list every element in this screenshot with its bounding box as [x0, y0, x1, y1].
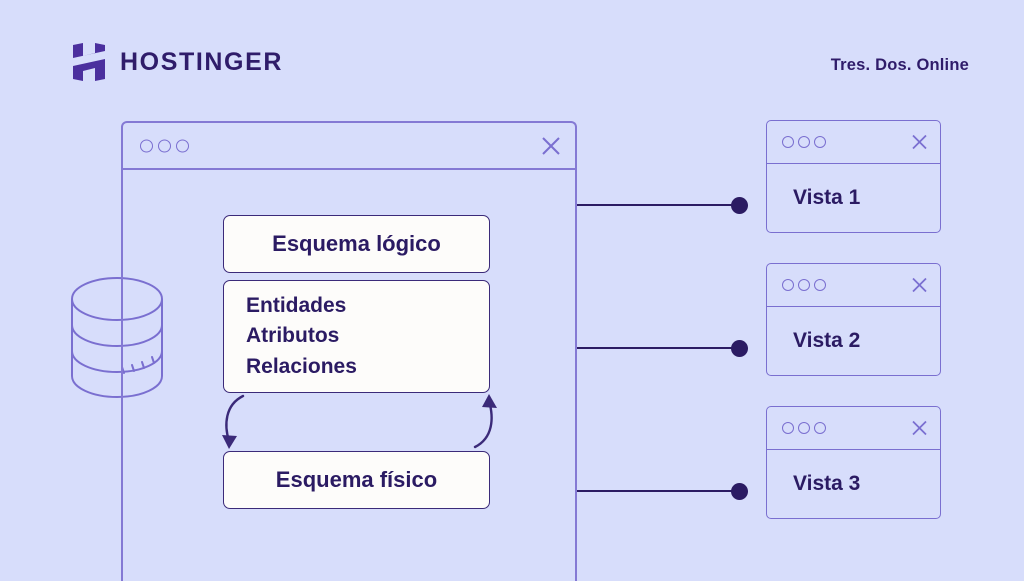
vista-3-body: Vista 3 [767, 450, 940, 518]
close-x-icon[interactable] [912, 134, 927, 150]
three-circles-icon[interactable] [782, 136, 826, 148]
window-circle-1 [782, 136, 794, 148]
window-circle-3 [176, 139, 189, 152]
entity-line-relaciones: Relaciones [246, 354, 357, 378]
vista-2-label: Vista 2 [793, 329, 861, 352]
vista-1-label: Vista 1 [793, 186, 861, 209]
vista-window-1[interactable]: Vista 1 [766, 120, 941, 233]
close-x-icon[interactable] [912, 277, 927, 293]
card-physical-schema-label: Esquema físico [275, 467, 438, 492]
window-circle-2 [798, 279, 810, 291]
window-circle-1 [782, 279, 794, 291]
window-circle-3 [814, 422, 826, 434]
connector-dot-vista-2 [731, 340, 748, 357]
connector-line-vista-2 [577, 347, 741, 349]
entity-line-entidades: Entidades [246, 294, 347, 318]
cycle-arrows-group [211, 391, 507, 455]
curved-arrow-up-icon [482, 394, 497, 408]
window-circle-1 [782, 422, 794, 434]
hostinger-h-logo-icon [72, 43, 106, 81]
vista-1-titlebar [767, 121, 940, 164]
card-logical-schema[interactable]: Esquema lógico [223, 215, 490, 273]
close-x-icon[interactable] [912, 420, 927, 436]
three-circles-icon[interactable] [140, 139, 189, 152]
close-x-icon[interactable] [542, 136, 560, 155]
main-window-titlebar [123, 123, 575, 170]
brand-logo: HOSTINGER [72, 43, 283, 81]
window-circle-2 [798, 422, 810, 434]
curved-arrow-down-path [225, 394, 245, 443]
connector-dot-vista-1 [731, 197, 748, 214]
database-cylinder-icon [66, 272, 186, 406]
vista-window-3[interactable]: Vista 3 [766, 406, 941, 519]
card-physical-schema[interactable]: Esquema físico [223, 451, 490, 509]
window-circle-3 [814, 279, 826, 291]
window-circle-3 [814, 136, 826, 148]
three-circles-icon[interactable] [782, 279, 826, 291]
vista-3-titlebar [767, 407, 940, 450]
connector-line-vista-3 [577, 490, 741, 492]
curved-arrow-up-path [473, 399, 493, 449]
window-circle-2 [798, 136, 810, 148]
curved-arrow-down-icon [222, 435, 237, 449]
vista-1-body: Vista 1 [767, 164, 940, 232]
vista-3-label: Vista 3 [793, 472, 861, 495]
brand-wordmark: HOSTINGER [120, 47, 284, 76]
vista-2-body: Vista 2 [767, 307, 940, 375]
card-logical-schema-label: Esquema lógico [272, 231, 441, 256]
card-entities-attributes-relations[interactable]: Entidades Atributos Relaciones [223, 280, 490, 393]
connector-line-vista-1 [577, 204, 741, 206]
window-circle-2 [158, 139, 171, 152]
connector-dot-vista-3 [731, 483, 748, 500]
vista-2-titlebar [767, 264, 940, 307]
vista-window-2[interactable]: Vista 2 [766, 263, 941, 376]
main-database-window[interactable]: Esquema lógico Entidades Atributos Relac… [121, 121, 577, 581]
three-circles-icon[interactable] [782, 422, 826, 434]
window-circle-1 [140, 139, 153, 152]
site-name: Tres. Dos. Online [830, 56, 969, 74]
entity-line-atributos: Atributos [246, 324, 340, 348]
